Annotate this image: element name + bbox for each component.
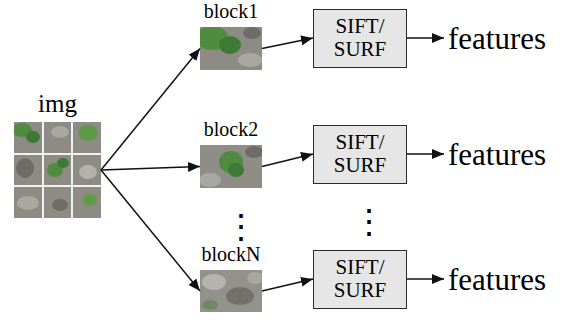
vegetation	[228, 163, 244, 177]
photo-ground	[200, 270, 262, 312]
soil-patch	[238, 53, 262, 67]
vegetation	[202, 300, 218, 310]
grid-line	[14, 185, 101, 187]
arrow-connector	[262, 154, 313, 167]
output-label: features	[448, 264, 546, 295]
photo-ground	[14, 122, 101, 218]
output-label: features	[448, 23, 546, 54]
output-arrow	[407, 278, 444, 280]
block-photo	[200, 145, 262, 188]
block-heading: blockN	[202, 243, 261, 265]
soil-patch	[16, 158, 34, 178]
soil-patch	[52, 199, 68, 211]
block-heading: block2	[204, 118, 258, 140]
photo-ground	[200, 145, 262, 188]
box-label: SIFT/ SURF	[334, 15, 387, 61]
soil-patch	[245, 146, 262, 158]
grid-line	[42, 122, 44, 218]
process-box: SIFT/ SURF	[313, 9, 407, 68]
box-label: SIFT/ SURF	[334, 256, 387, 302]
box-label: SIFT/ SURF	[334, 131, 387, 177]
block-photo	[200, 270, 262, 312]
soil-patch	[226, 287, 254, 305]
block-heading: img	[38, 90, 77, 118]
process-box: SIFT/ SURF	[313, 250, 407, 309]
output-label: features	[448, 139, 546, 170]
soil-patch	[51, 126, 69, 138]
soil-patch	[79, 165, 97, 179]
soil-patch	[17, 196, 39, 210]
soil-patch	[202, 274, 226, 290]
arrow-connector	[262, 279, 313, 291]
aerial-photo	[14, 122, 101, 218]
image-tile: img	[14, 122, 101, 218]
grid-line	[14, 153, 101, 155]
output-arrow	[407, 153, 444, 155]
soil-patch	[243, 27, 261, 39]
block-heading: block1	[204, 0, 258, 22]
image-block: blockN	[200, 270, 262, 312]
arrow-connector	[262, 38, 313, 49]
vegetation	[83, 194, 97, 206]
block-photo	[200, 27, 262, 70]
vegetation	[57, 158, 69, 168]
image-block: block2	[200, 145, 262, 188]
output-arrow	[407, 37, 444, 39]
grid-line	[71, 122, 73, 218]
soil-patch	[247, 272, 262, 284]
arrow-connector	[101, 167, 200, 171]
ellipsis-mark: ⋮	[224, 209, 258, 243]
vegetation	[78, 125, 98, 141]
vegetation	[26, 131, 40, 143]
soil-patch	[200, 173, 221, 187]
vegetation	[219, 36, 241, 54]
arrow-connector	[101, 49, 200, 171]
ellipsis-mark: ⋮	[352, 204, 386, 238]
process-box: SIFT/ SURF	[313, 125, 407, 184]
image-block: block1	[200, 27, 262, 70]
arrow-connector	[101, 170, 200, 291]
